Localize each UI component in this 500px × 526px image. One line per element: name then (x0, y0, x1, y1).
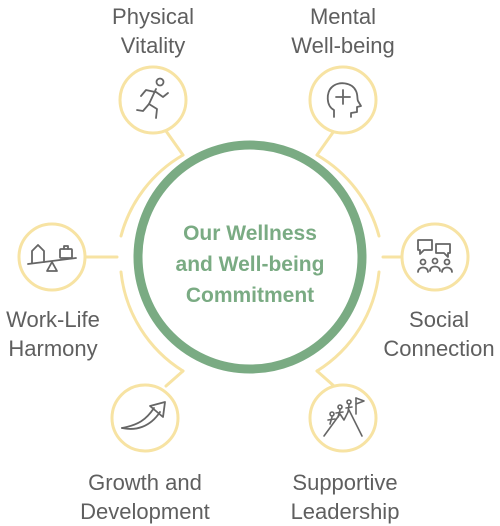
pillar-growth-and-development (110, 383, 180, 453)
label-mental-well-being: Mental Well-being (291, 4, 395, 58)
running-person-icon (136, 77, 169, 119)
label-social-connection: Social Connection (383, 307, 495, 361)
center-title-line2: and Well-being (175, 253, 325, 276)
label-growth-and-development: Growth and Development (80, 470, 210, 524)
pillar-circle (118, 65, 188, 135)
head-plus-icon (326, 82, 362, 118)
connector-ring (119, 153, 381, 373)
label-work-life-harmony: Work-Life Harmony (6, 307, 100, 361)
connector-stubs (83, 129, 408, 388)
center-title-line1: Our Wellness (183, 222, 317, 245)
pillar-supportive-leadership (308, 383, 378, 453)
pillar-physical-vitality (118, 65, 188, 135)
center-title-line3: Commitment (185, 284, 315, 307)
center-title: Our Wellness and Well-being Commitment (150, 218, 350, 311)
pillar-mental-well-being (308, 65, 378, 135)
balance-scale-icon (27, 244, 77, 272)
chat-group-icon (417, 239, 453, 273)
pillar-circle (400, 222, 470, 292)
label-supportive-leadership: Supportive Leadership (290, 470, 400, 524)
label-physical-vitality: Physical Vitality (112, 4, 194, 58)
climbing-team-icon (323, 397, 365, 437)
center-ring (133, 140, 367, 374)
pillar-circle (17, 222, 87, 292)
growth-arrow-icon (121, 401, 166, 430)
pillar-work-life-harmony (17, 222, 87, 292)
pillar-social-connection (400, 222, 470, 292)
